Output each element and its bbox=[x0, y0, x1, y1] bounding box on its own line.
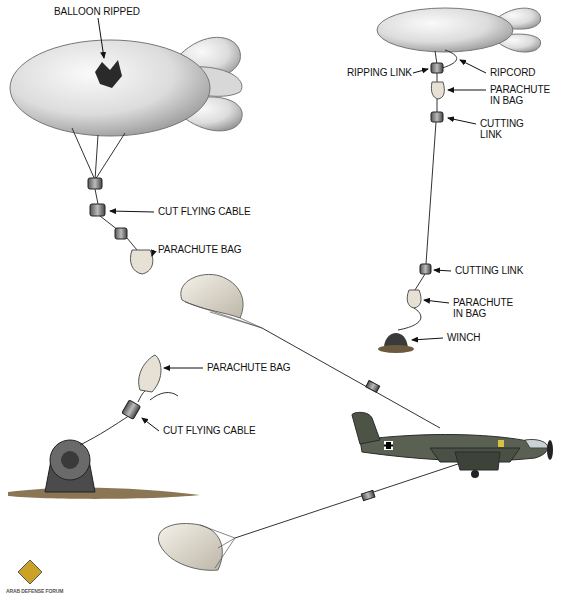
part-label: CUTTING LINK bbox=[455, 265, 523, 276]
part-label: RIPCORD bbox=[490, 67, 535, 78]
part-label: PARACHUTE IN BAG bbox=[490, 84, 552, 106]
parachute bbox=[158, 460, 470, 570]
part-label: CUTTING LINK bbox=[480, 118, 530, 140]
part-label: BALLOON RIPPED bbox=[54, 6, 140, 17]
bomber-aircraft bbox=[352, 412, 553, 478]
part-label: CUT FLYING CABLE bbox=[163, 425, 256, 436]
flying-balloon bbox=[377, 8, 541, 353]
part-label: PARACHUTE BAG bbox=[158, 244, 242, 255]
part-label: PARACHUTE IN BAG bbox=[453, 297, 515, 319]
part-label: PARACHUTE BAG bbox=[207, 362, 291, 373]
watermark-emblem bbox=[18, 560, 42, 584]
ripped-balloon bbox=[10, 37, 242, 274]
leader-arrow bbox=[98, 18, 486, 431]
part-label: WINCH bbox=[447, 332, 480, 343]
parachute bbox=[181, 274, 440, 428]
part-label: CUT FLYING CABLE bbox=[158, 206, 251, 217]
part-label: RIPPING LINK bbox=[347, 67, 412, 78]
watermark: ARAB DEFENSE FORUM bbox=[6, 588, 63, 594]
